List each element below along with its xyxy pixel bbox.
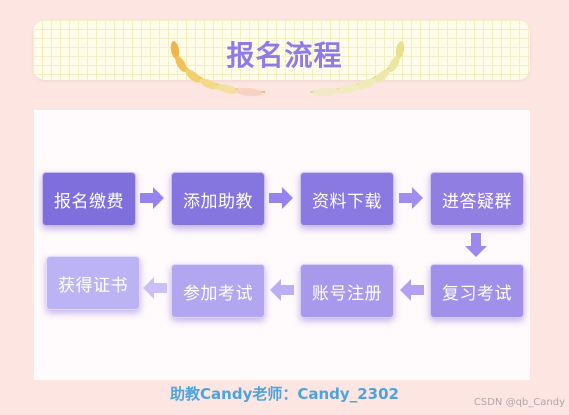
step-label: 资料下载 (312, 191, 382, 212)
laurel-left-icon (170, 41, 266, 97)
step-get-certificate: 获得证书 (46, 256, 140, 310)
title-banner (33, 20, 530, 80)
step-download-materials: 资料下载 (300, 172, 394, 226)
step-review-exam: 复习考试 (430, 264, 524, 318)
step-label: 参加考试 (183, 283, 253, 304)
arrow-down-icon (465, 233, 487, 257)
page-title: 报名流程 (226, 39, 343, 72)
step-account-register: 账号注册 (300, 264, 394, 318)
process-panel (34, 110, 530, 380)
arrow-right-icon (140, 187, 164, 209)
assistant-contact: 助教Candy老师：Candy_2302 (170, 385, 399, 403)
step-take-exam: 参加考试 (171, 264, 265, 318)
step-register-pay: 报名缴费 (42, 172, 136, 226)
step-label: 复习考试 (442, 283, 512, 304)
step-label: 添加助教 (183, 191, 253, 212)
step-label: 获得证书 (58, 275, 128, 296)
arrow-left-icon (270, 279, 294, 301)
watermark: CSDN @qb_Candy (473, 397, 565, 408)
step-add-assistant: 添加助教 (171, 172, 265, 226)
arrow-right-icon (399, 187, 423, 209)
step-label: 进答疑群 (442, 191, 512, 212)
arrow-left-icon (400, 279, 424, 301)
step-join-qa-group: 进答疑群 (430, 172, 524, 226)
step-label: 账号注册 (312, 283, 382, 304)
laurel-right-icon (309, 41, 405, 97)
arrow-left-icon (143, 277, 167, 299)
step-label: 报名缴费 (54, 191, 124, 212)
arrow-right-icon (269, 187, 293, 209)
